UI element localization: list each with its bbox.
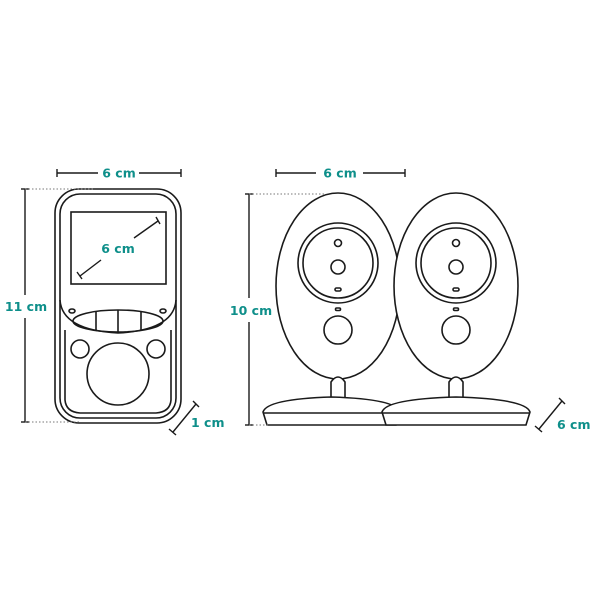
parent-monitor-drawing [54,188,182,424]
monitor-body [54,188,182,424]
camera-depth-label: 6 cm [557,417,590,432]
camera-unit-1 [262,192,401,426]
monitor-body-inner [59,193,177,419]
monitor-button-right [146,339,166,359]
camera-body [275,192,401,380]
camera-body [393,192,519,380]
monitor-screen [70,211,167,285]
monitor-button-left [70,339,90,359]
camera-led [334,307,342,312]
camera-lens-ring-inner [302,227,374,299]
monitor-indicator-right [159,308,167,314]
camera-led [452,307,460,312]
camera-lens [448,259,464,275]
camera-button [323,315,353,345]
monitor-indicator-left [68,308,76,314]
camera-stem [330,376,346,397]
monitor-screen-bezel-curve [59,299,177,334]
camera-light-sensor [451,238,461,248]
camera-light-sensor [333,238,343,248]
monitor-speaker [86,342,150,406]
monitor-width-label: 6 cm [102,166,135,181]
camera-button [441,315,471,345]
camera-unit-2 [381,192,531,426]
monitor-depth-label: 1 cm [191,415,224,430]
camera-mic [334,287,342,292]
camera-lens-ring-outer [415,222,497,304]
camera-base [381,396,531,426]
camera-stem [448,376,464,397]
camera-dimensions: 6 cm 10 cm 6 cm [230,166,590,433]
camera-height-label: 10 cm [230,303,272,318]
monitor-screen-diagonal-label: 6 cm [101,241,134,256]
camera-width-label: 6 cm [323,166,356,181]
camera-mic [452,287,460,292]
camera-base [262,396,401,426]
camera-lens-ring-inner [420,227,492,299]
monitor-lower-panel [64,330,172,414]
camera-units [262,192,531,426]
camera-lens-ring-outer [297,222,379,304]
camera-lens [330,259,346,275]
monitor-dimensions: 6 cm 11 cm 6 cm 1 cm [5,166,224,436]
monitor-height-label: 11 cm [5,299,47,314]
